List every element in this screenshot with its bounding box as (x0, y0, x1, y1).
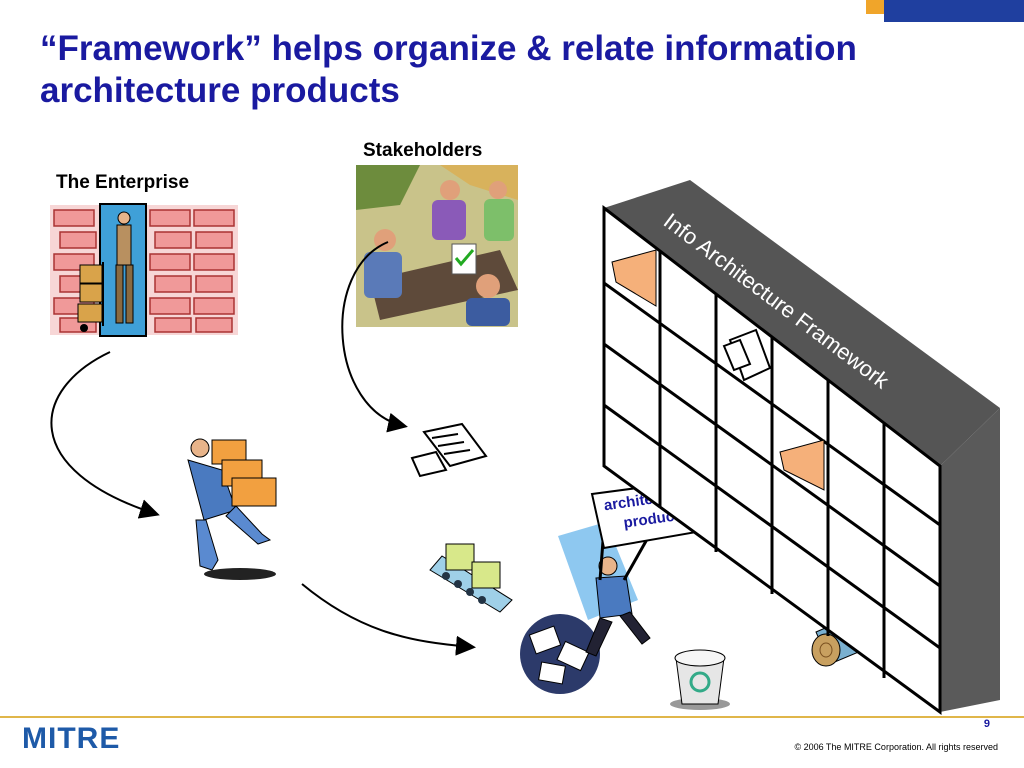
stakeholders-label: Stakeholders (363, 140, 483, 161)
enterprise-label: The Enterprise (56, 172, 190, 193)
conveyor-boxes-icon (429, 543, 513, 613)
arrow-worker-to-products (301, 583, 476, 656)
page-number: 9 (983, 718, 990, 730)
arrow-enterprise-to-worker (50, 351, 160, 519)
paper-documents-icon (410, 422, 488, 478)
folder-icon (611, 249, 825, 491)
slide-title: “Framework” helps organize & relate info… (40, 29, 857, 110)
shelf-documents-icon (722, 328, 772, 382)
corner-accent-orange (866, 0, 884, 14)
copyright-notice: © 2006 The MITRE Corporation. All rights… (794, 742, 998, 752)
brick-wall-worker-icon (50, 203, 238, 337)
mitre-logo: MITRE (22, 722, 121, 755)
diagram-canvas: architecture product Info Architecture (50, 165, 1000, 715)
box-carrying-man-icon (187, 438, 277, 580)
footer-divider (0, 716, 1024, 718)
corner-accent-blue (884, 0, 1024, 22)
arrow-stakeholders-to-documents (341, 241, 408, 433)
meeting-people-icon (356, 165, 518, 327)
scattered-papers-icon (520, 614, 600, 694)
recycle-bin-icon (670, 649, 730, 710)
